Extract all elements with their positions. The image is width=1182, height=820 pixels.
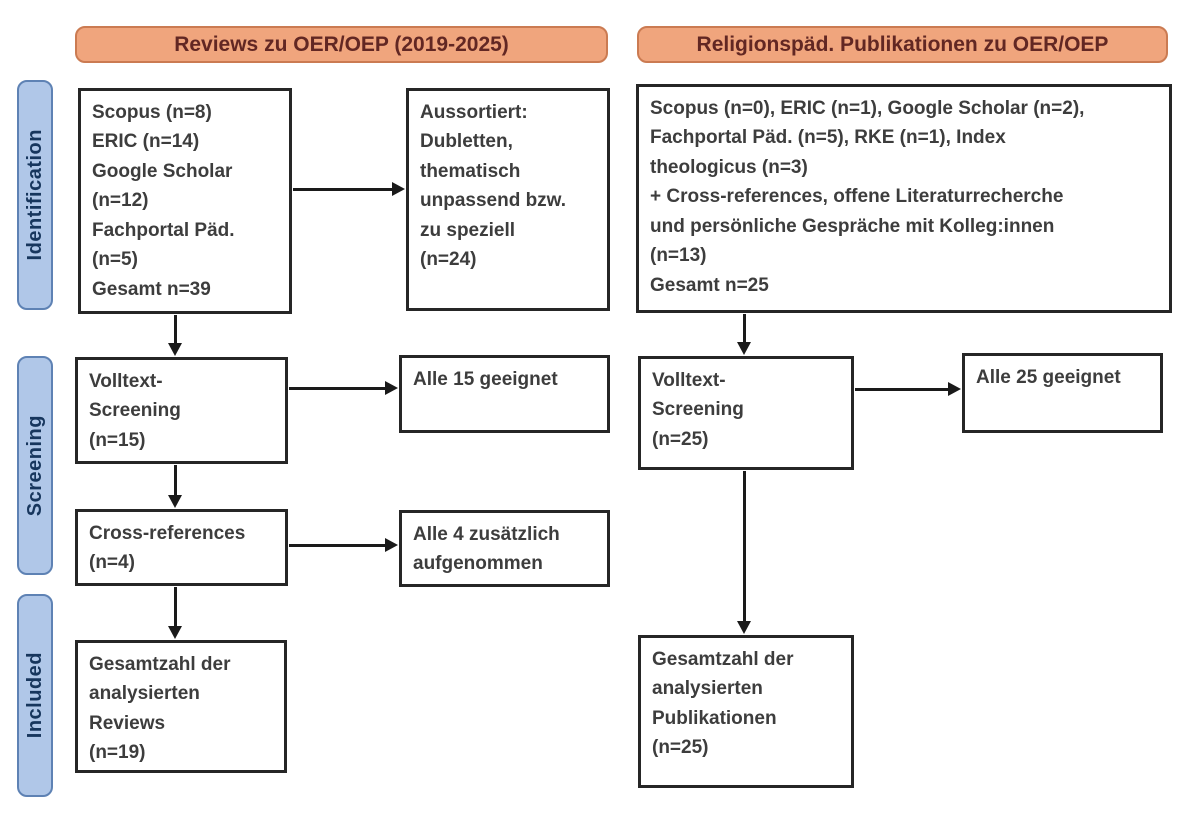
stage-label-screening: Screening [17,356,53,575]
arrow-left-crossref-to-added [289,538,398,552]
box-left-all-eligible: Alle 15 geeignet [399,355,610,433]
stage-label-identification-text: Identification [23,129,46,261]
box-left-fulltext-screening: Volltext- Screening (n=15) [75,357,288,464]
arrow-left-fulltext-to-crossref [168,465,182,508]
arrow-left-sources-to-fulltext [168,315,182,356]
box-left-cross-references: Cross-references (n=4) [75,509,288,586]
box-right-sources: Scopus (n=0), ERIC (n=1), Google Scholar… [636,84,1172,313]
column-header-religionspaed: Religionspäd. Publikationen zu OER/OEP [637,26,1168,63]
arrow-left-sources-to-excluded [293,182,405,196]
stage-label-screening-text: Screening [23,414,46,517]
box-left-additionally-included: Alle 4 zusätzlich aufgenommen [399,510,610,587]
arrow-right-fulltext-to-included [737,471,751,634]
box-right-fulltext-screening: Volltext- Screening (n=25) [638,356,854,470]
box-right-total-included: Gesamtzahl der analysierten Publikatione… [638,635,854,788]
box-left-sources: Scopus (n=8) ERIC (n=14) Google Scholar … [78,88,292,314]
arrow-right-sources-to-fulltext [737,314,751,355]
stage-label-included: Included [17,594,53,797]
box-left-excluded: Aussortiert: Dubletten, thematisch unpas… [406,88,610,311]
box-right-all-eligible: Alle 25 geeignet [962,353,1163,433]
box-left-total-included: Gesamtzahl der analysierten Reviews (n=1… [75,640,287,773]
arrow-left-crossref-to-included [168,587,182,639]
stage-label-included-text: Included [23,652,46,739]
column-header-reviews: Reviews zu OER/OEP (2019-2025) [75,26,608,63]
stage-label-identification: Identification [17,80,53,310]
arrow-left-fulltext-to-eligible [289,381,398,395]
arrow-right-fulltext-to-eligible [855,382,961,396]
